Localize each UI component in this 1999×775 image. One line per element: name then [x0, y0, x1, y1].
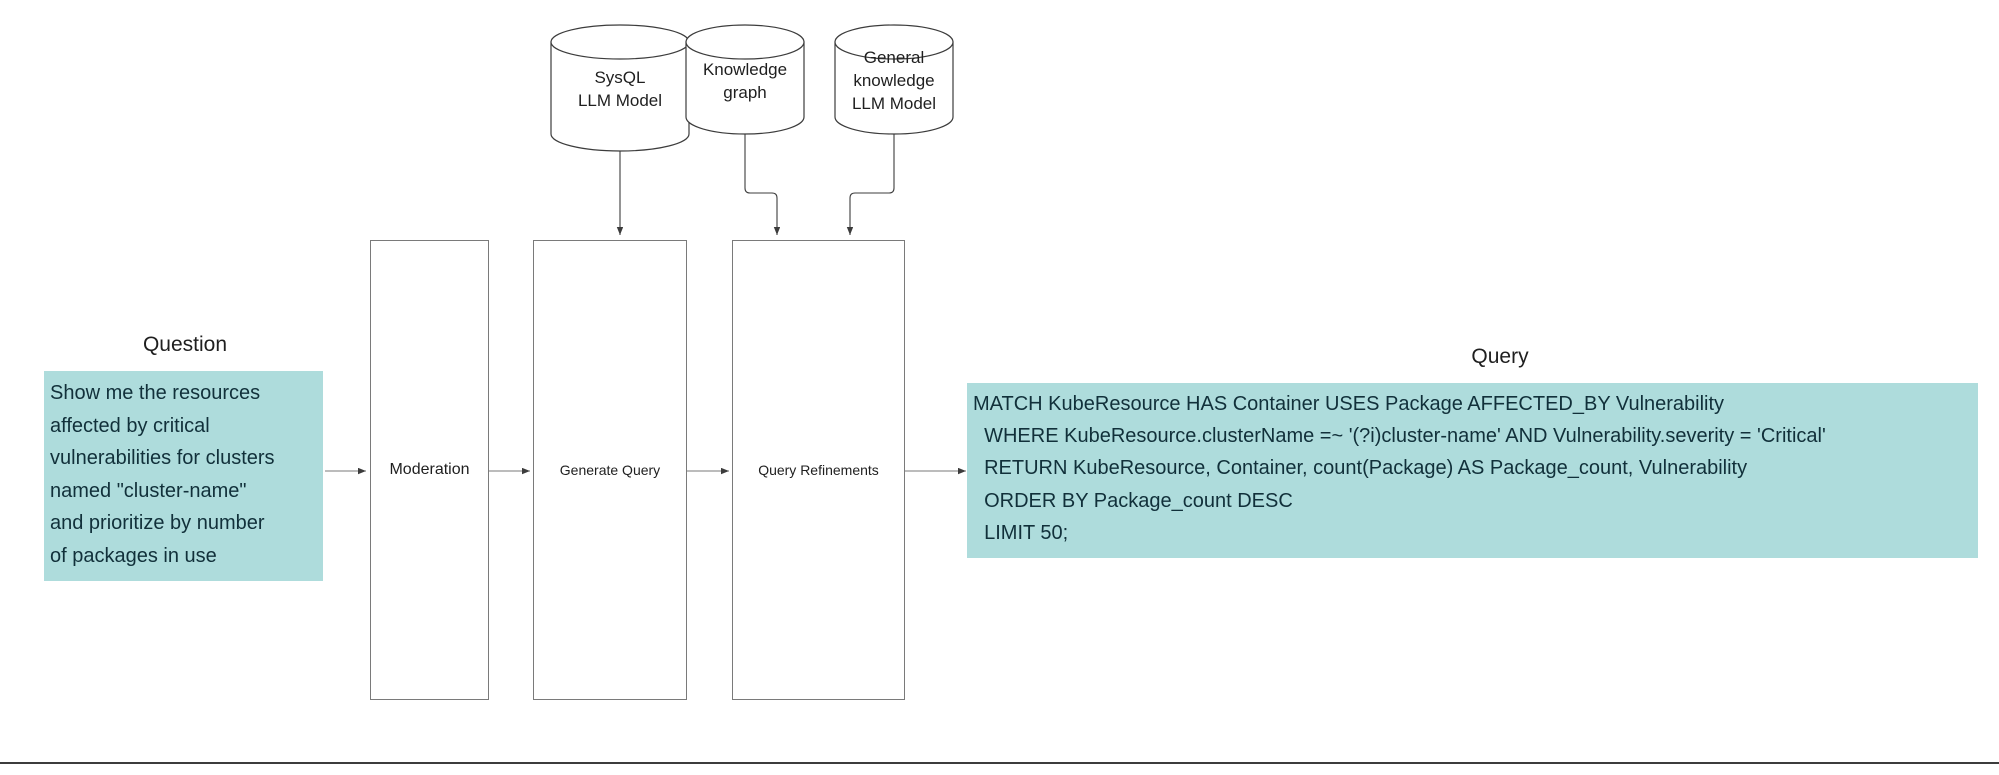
source-label-general-knowledge: General knowledge LLM Model [851, 48, 937, 113]
stage-box-query-refinements[interactable]: Query Refinements [732, 240, 905, 700]
stage-box-moderation[interactable]: Moderation [370, 240, 489, 700]
footer-divider [0, 762, 1999, 764]
source-label-knowledge-graph: Knowledge graph [702, 59, 788, 102]
stage-label-moderation: Moderation [389, 461, 470, 478]
question-heading: Question [142, 333, 228, 356]
question-line: named "cluster-name" [50, 479, 247, 502]
query-line: ORDER BY Package_count DESC [973, 489, 1293, 512]
stage-label-query-refinements: Query Refinements [758, 462, 879, 478]
query-heading: Query [1471, 345, 1529, 368]
connector-general-knowledge-to-query-refinements [846, 134, 895, 235]
question-line: affected by critical [50, 414, 210, 437]
connector-knowledge-graph-to-query-refinements [744, 134, 781, 235]
query-line: RETURN KubeResource, Container, count(Pa… [973, 457, 1748, 480]
question-line: Show me the resources [50, 382, 261, 404]
stage-box-generate-query[interactable]: Generate Query [533, 240, 687, 700]
query-line: WHERE KubeResource.clusterName =~ '(?i)c… [973, 425, 1826, 448]
query-line: MATCH KubeResource HAS Container USES Pa… [973, 393, 1725, 415]
source-cylinder-sysql: SysQL LLM Model [551, 25, 689, 151]
question-line: vulnerabilities for clusters [50, 447, 275, 470]
query-text-block: MATCH KubeResource HAS Container USES Pa… [967, 383, 1978, 559]
stage-label-generate-query: Generate Query [559, 462, 661, 478]
source-cylinder-knowledge-graph: Knowledge graph [686, 25, 804, 134]
question-line: and prioritize by number [50, 512, 265, 535]
question-line: of packages in use [50, 544, 217, 567]
source-label-sysql: SysQL LLM Model [577, 68, 663, 110]
question-text-block: Show me the resources affected by critic… [44, 371, 323, 581]
query-line: LIMIT 50; [973, 521, 1069, 544]
source-cylinder-general-knowledge: General knowledge LLM Model [835, 25, 953, 134]
